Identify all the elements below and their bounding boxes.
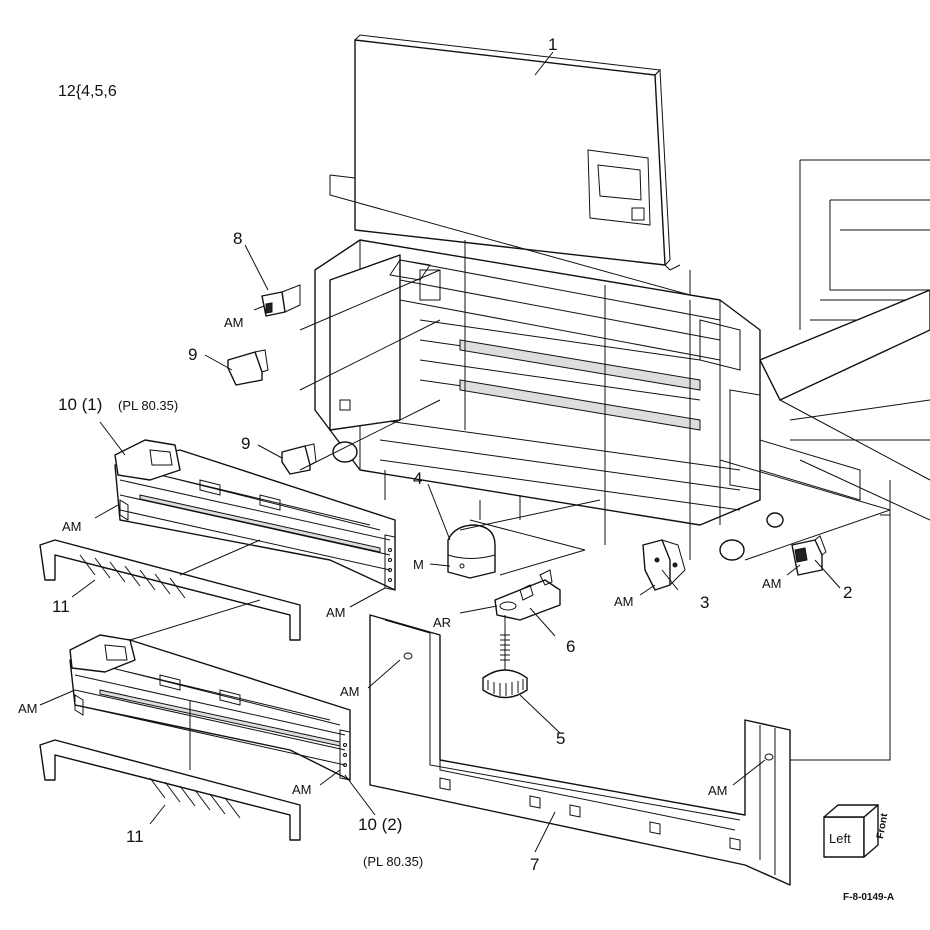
fastener-am-panel-left: AM — [340, 684, 360, 699]
callout-3: 3 — [700, 593, 709, 612]
cover-part-9-lower — [281, 443, 317, 475]
callout-7: 7 — [530, 855, 539, 874]
fastener-am-rail-1-left: AM — [62, 519, 82, 534]
knob-part-5 — [482, 615, 528, 699]
rail-assembly-part-10-2 — [69, 634, 351, 781]
fastener-am-panel-right: AM — [708, 783, 728, 798]
callout-2: 2 — [843, 583, 852, 602]
bracket-part-3 — [642, 539, 686, 591]
fastener-am-part-3: AM — [614, 594, 634, 609]
fastener-am-rail-2-left: AM — [18, 701, 38, 716]
callout-11-upper: 11 — [52, 597, 70, 616]
orientation-front-label: Front — [875, 812, 890, 840]
callout-10-2: 10 (2) — [358, 815, 402, 834]
fastener-ar-part-6: AR — [433, 615, 451, 630]
callout-5: 5 — [556, 729, 565, 748]
callout-6: 6 — [566, 637, 575, 656]
guide-part-11-lower — [39, 739, 301, 841]
fastener-am-part-2: AM — [762, 576, 782, 591]
leader-lines — [39, 51, 891, 853]
cover-part-9-upper — [227, 349, 269, 386]
fastener-am-rail-2-right: AM — [292, 782, 312, 797]
callout-9-upper: 9 — [188, 345, 197, 364]
fastener-m-part-4: M — [413, 557, 424, 572]
fastener-am-rail-1-right: AM — [326, 605, 346, 620]
bracket-part-8 — [261, 284, 301, 317]
orientation-left-label: Left — [829, 831, 851, 846]
bracket-part-6 — [494, 569, 561, 621]
rail-assembly-part-10-1 — [114, 439, 396, 591]
callout-10-2-ref: (PL 80.35) — [363, 854, 423, 869]
callout-9-lower: 9 — [241, 434, 250, 453]
cap-part-4 — [447, 524, 496, 579]
callout-8: 8 — [233, 229, 242, 248]
side-panel-part-7 — [369, 614, 791, 886]
callout-10-1-ref: (PL 80.35) — [118, 398, 178, 413]
orientation-cube — [823, 804, 879, 858]
variant-note: 12{4,5,6 — [58, 83, 117, 100]
callout-11-lower: 11 — [126, 827, 144, 846]
block-part-2 — [791, 535, 827, 576]
guide-part-11-upper — [39, 539, 301, 641]
figure-code: F-8-0149-A — [843, 892, 894, 903]
rear-cover-part-1 — [329, 34, 691, 296]
main-frame-assembly — [314, 159, 930, 561]
callout-10-1: 10 (1) — [58, 395, 102, 414]
callout-4: 4 — [413, 469, 422, 488]
fastener-am-part-8: AM — [224, 315, 244, 330]
callout-1: 1 — [548, 35, 557, 54]
